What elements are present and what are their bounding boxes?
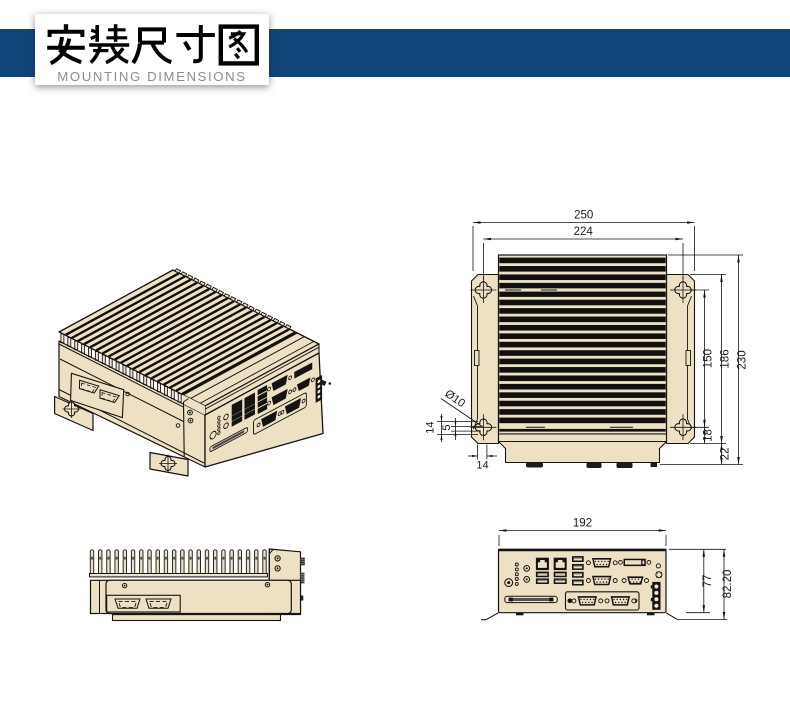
svg-text:192: 192 — [573, 518, 592, 530]
svg-text:186: 186 — [720, 349, 732, 368]
svg-text:77: 77 — [702, 575, 714, 588]
svg-text:230: 230 — [737, 350, 749, 369]
svg-text:224: 224 — [574, 226, 594, 238]
svg-text:Ø10: Ø10 — [442, 388, 467, 410]
svg-text:150: 150 — [703, 349, 715, 368]
svg-text:18: 18 — [703, 429, 715, 442]
svg-text:14: 14 — [476, 460, 488, 472]
svg-text:14: 14 — [425, 421, 437, 433]
svg-text:250: 250 — [574, 210, 593, 222]
svg-text:5: 5 — [441, 425, 453, 431]
svg-text:22: 22 — [720, 448, 732, 461]
svg-text:82.20: 82.20 — [722, 570, 734, 599]
